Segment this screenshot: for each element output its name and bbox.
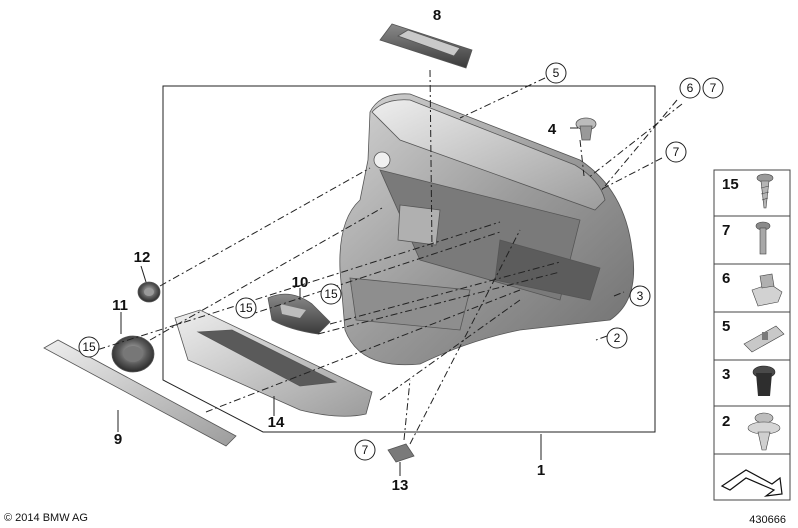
- clip-nut-icon: [751, 273, 783, 307]
- callout-4: 4: [548, 121, 557, 138]
- trim-strip-part: [43, 339, 237, 447]
- solid-leaders: [117, 127, 578, 476]
- callout-11: 11: [112, 297, 128, 314]
- copyright-text: © 2014 BMW AG: [4, 512, 88, 524]
- legend-cell-2: 2: [713, 405, 791, 455]
- svg-text:15: 15: [722, 176, 739, 193]
- legend-cell-7: 7: [713, 215, 791, 265]
- callout-13: 13: [392, 477, 409, 494]
- legend-cell-set: [713, 453, 791, 501]
- svg-text:2: 2: [722, 413, 730, 430]
- speaker-grille-part: [111, 335, 155, 373]
- callout-1: 1: [537, 462, 545, 479]
- circled-callout-3: 3: [629, 285, 651, 307]
- svg-text:7: 7: [710, 81, 717, 95]
- grommet-icon: [752, 365, 776, 396]
- callout-12: 12: [134, 249, 151, 266]
- circled-callout-7a: 7: [702, 77, 724, 99]
- svg-text:6: 6: [722, 270, 730, 287]
- svg-text:2: 2: [614, 331, 621, 345]
- legend-cell-5: 5: [713, 311, 791, 361]
- armrest-part: [174, 309, 373, 417]
- screw-icon: [756, 173, 774, 209]
- callout-8: 8: [433, 7, 441, 24]
- svg-text:5: 5: [722, 318, 730, 335]
- door-trim-panel: [339, 93, 635, 366]
- grab-handle-part: [267, 293, 331, 335]
- legend-cell-3: 3: [713, 359, 791, 407]
- diagram-id: 430666: [749, 514, 786, 526]
- fastener-set-icon: [720, 469, 783, 497]
- svg-text:3: 3: [722, 366, 730, 383]
- circled-callout-2: 2: [606, 327, 628, 349]
- tweeter-part: [137, 281, 161, 303]
- legend-cell-15: 15: [713, 169, 791, 217]
- assembly-frame: [162, 85, 656, 433]
- circled-callout-7b: 7: [665, 141, 687, 163]
- svg-text:7: 7: [362, 443, 369, 457]
- callout-10: 10: [292, 274, 309, 291]
- svg-text:7: 7: [673, 145, 680, 159]
- callout-14: 14: [268, 414, 285, 431]
- clip-part: [387, 443, 415, 463]
- circled-callout-15a: 15: [235, 297, 257, 319]
- handle-housing-part: [379, 23, 473, 69]
- svg-text:15: 15: [239, 301, 253, 315]
- rivet-part: [575, 117, 597, 141]
- fastener-legend: 15 7 6 5: [713, 169, 791, 501]
- circled-callout-5: 5: [545, 62, 567, 84]
- circled-callouts: 5 6 7 7 3 2 15 15: [78, 62, 724, 461]
- svg-text:6: 6: [687, 81, 694, 95]
- expanding-rivet-icon: [747, 412, 781, 451]
- plastic-clip-icon: [743, 325, 785, 353]
- svg-text:5: 5: [553, 66, 560, 80]
- svg-text:15: 15: [324, 287, 338, 301]
- bolt-icon: [755, 221, 771, 255]
- legend-cell-6: 6: [713, 263, 791, 313]
- circled-callout-6: 6: [679, 77, 701, 99]
- leader-lines: [83, 69, 683, 445]
- circled-callout-15b: 15: [320, 283, 342, 305]
- svg-text:3: 3: [637, 289, 644, 303]
- svg-text:7: 7: [722, 222, 730, 239]
- svg-text:15: 15: [82, 340, 96, 354]
- circled-callout-7c: 7: [354, 439, 376, 461]
- circled-callout-15c: 15: [78, 336, 100, 358]
- callout-9: 9: [114, 431, 122, 448]
- callout-labels: 8 4 12 10 11 14 9 1 13: [112, 7, 557, 494]
